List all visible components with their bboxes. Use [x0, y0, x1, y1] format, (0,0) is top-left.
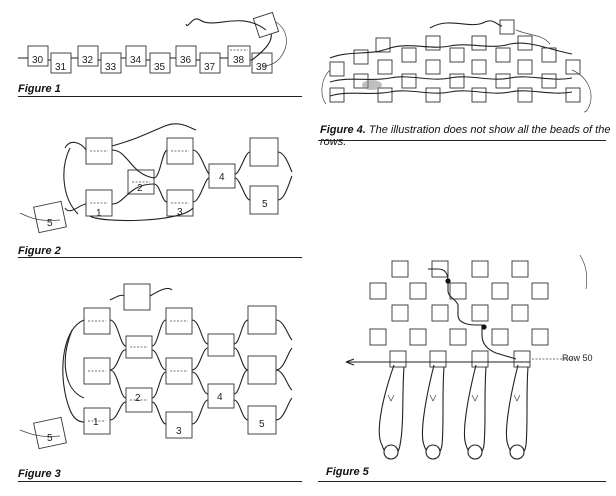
figure-4 [310, 0, 616, 120]
divider [318, 481, 606, 482]
bead-number: 2 [137, 183, 143, 194]
figure-1-diagram [18, 11, 287, 74]
divider [18, 96, 302, 97]
bead-number: 38 [233, 55, 245, 66]
bead-number: 5 [47, 433, 53, 444]
figure-1-caption: Figure 1 [18, 83, 61, 95]
bead-number: 4 [219, 172, 225, 183]
figure-3-diagram [19, 283, 293, 450]
figure-3: 2 1 3 4 5 5 [0, 270, 310, 455]
bead-number: 4 [217, 392, 223, 403]
bead-number: 33 [105, 62, 117, 73]
figure-5-diagram [345, 254, 588, 460]
figure-2: 2 1 3 4 5 5 [0, 108, 310, 243]
figure-3-caption: Figure 3 [18, 468, 61, 480]
figure-5-caption: Figure 5 [326, 466, 369, 478]
bead-number: 34 [130, 55, 142, 66]
bead-number: 1 [93, 417, 99, 428]
figure-4-diagram [321, 19, 592, 113]
figure-2-caption: Figure 2 [18, 245, 61, 257]
figure-4-caption: Figure 4. The illustration does not show… [320, 124, 616, 148]
bead-number: 3 [177, 207, 183, 218]
figure-4-caption-note: The illustration does not show all the b… [320, 124, 611, 148]
divider [318, 140, 606, 141]
figure-2-diagram [19, 123, 293, 234]
bead-number: 30 [32, 55, 44, 66]
bead-number: 5 [262, 199, 268, 210]
figure-1: 30 31 32 33 34 35 36 37 38 39 [0, 0, 300, 100]
bead-number: 31 [55, 62, 67, 73]
row-label: Row 50 [562, 353, 593, 363]
bead-number: 36 [180, 55, 192, 66]
bead-number: 35 [154, 62, 166, 73]
bead-number: 39 [256, 62, 268, 73]
bead-number: 2 [135, 393, 141, 404]
figure-5: Row 50 [310, 245, 616, 467]
figure-4-caption-label: Figure 4. [320, 124, 366, 136]
divider [18, 481, 302, 482]
bead-number: 5 [47, 218, 53, 229]
bead-number: 5 [259, 419, 265, 430]
divider [18, 257, 302, 258]
bead-number: 37 [204, 62, 216, 73]
bead-number: 1 [96, 208, 102, 219]
bead-number: 3 [176, 426, 182, 437]
bead-number: 32 [82, 55, 94, 66]
